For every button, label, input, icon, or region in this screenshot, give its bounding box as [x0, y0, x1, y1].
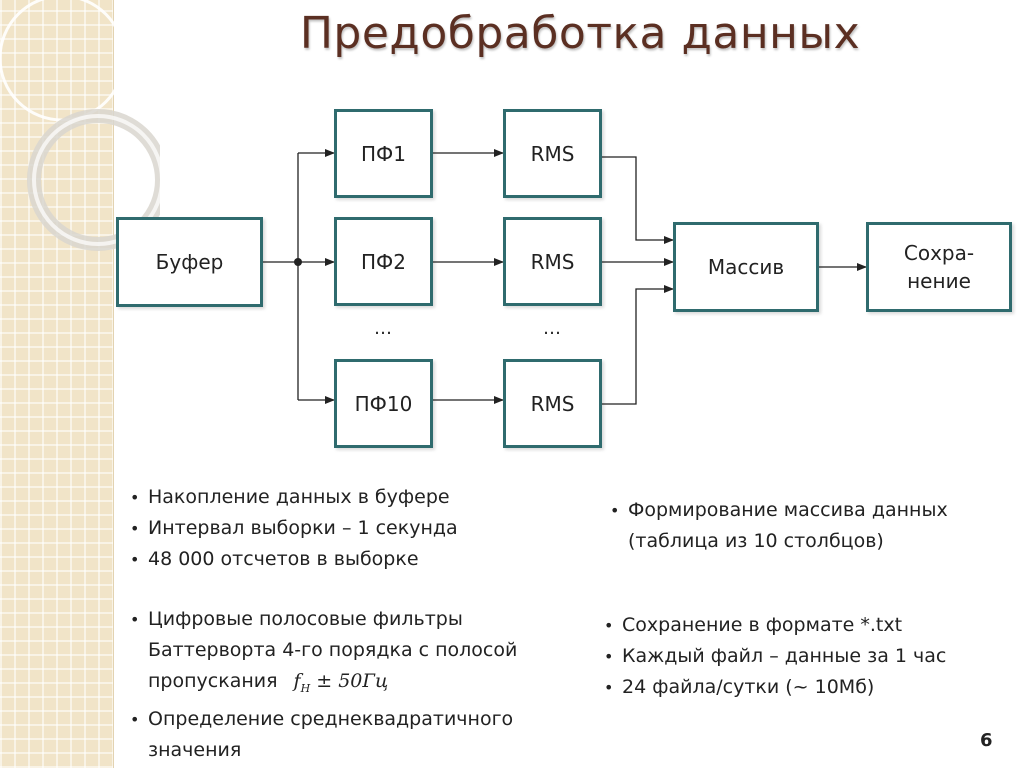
page-number: 6 — [980, 730, 993, 751]
filter-box-10: ПФ10 — [334, 359, 433, 448]
rms-label-1: RMS — [530, 141, 575, 166]
buffer-label: Буфер — [155, 250, 224, 274]
rms-ellipsis: … — [543, 318, 561, 339]
bullet-item-filters: Цифровые полосовые фильтры Баттерворта 4… — [126, 604, 566, 704]
rms-box-10: RMS — [503, 359, 602, 448]
save-label-line1: Сохра- — [903, 241, 975, 265]
rms-label-2: RMS — [530, 249, 575, 274]
save-box: Сохра- нение — [866, 222, 1012, 312]
bullet-item: Интервал выборки – 1 секунда — [126, 513, 546, 544]
filter-label-2: ПФ2 — [361, 249, 406, 274]
bullet-list-buffer: Накопление данных в буфере Интервал выбо… — [126, 482, 546, 575]
array-label: Массив — [707, 255, 785, 279]
rms-label-10: RMS — [530, 391, 575, 416]
bullet-list-filters: Цифровые полосовые фильтры Баттерворта 4… — [126, 604, 566, 766]
filter-label-1: ПФ1 — [361, 141, 406, 166]
filters-text: Цифровые полосовые фильтры Баттерворта 4… — [148, 608, 518, 692]
filter-label-10: ПФ10 — [354, 391, 413, 416]
buffer-box: Буфер — [116, 217, 263, 307]
bullet-item: 48 000 отсчетов в выборке — [126, 544, 546, 575]
rms-box-2: RMS — [503, 217, 602, 306]
bullet-item: Накопление данных в буфере — [126, 482, 546, 513]
save-label-line2: нение — [907, 269, 971, 293]
bullet-item: Формирование массива данных (таблица из … — [606, 495, 1006, 557]
filter-box-2: ПФ2 — [334, 217, 433, 306]
bullet-list-array: Формирование массива данных (таблица из … — [606, 495, 1006, 557]
bullet-item: 24 файла/сутки (~ 10Мб) — [600, 672, 1010, 703]
decorative-circles — [0, 0, 160, 251]
bullet-item: Определение среднеквадратичного значения — [126, 704, 566, 766]
bullet-item: Каждый файл – данные за 1 час — [600, 641, 1010, 672]
band-formula: fН ± 50Гц — [293, 670, 389, 695]
page-title: Предобработка данных — [299, 8, 861, 59]
bullet-list-saving: Сохранение в формате *.txt Каждый файл –… — [600, 610, 1010, 703]
filter-ellipsis: … — [374, 318, 392, 339]
filter-box-1: ПФ1 — [334, 109, 433, 198]
array-box: Массив — [673, 222, 819, 312]
bullet-item: Сохранение в формате *.txt — [600, 610, 1010, 641]
rms-box-1: RMS — [503, 109, 602, 198]
